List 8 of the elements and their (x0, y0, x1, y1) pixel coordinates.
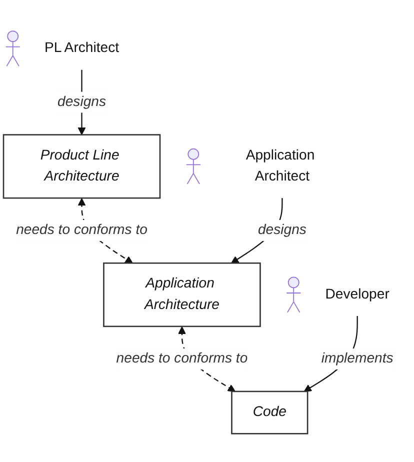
edge-label: needs to conforms to (16, 223, 148, 238)
edge-label: designs (58, 94, 106, 110)
node-box (2, 134, 161, 200)
edge-label: needs to conforms to (116, 351, 248, 366)
edge-label: implements (321, 351, 394, 366)
node-box (103, 262, 261, 328)
node-box (231, 391, 308, 435)
edge-label: designs (258, 223, 306, 238)
